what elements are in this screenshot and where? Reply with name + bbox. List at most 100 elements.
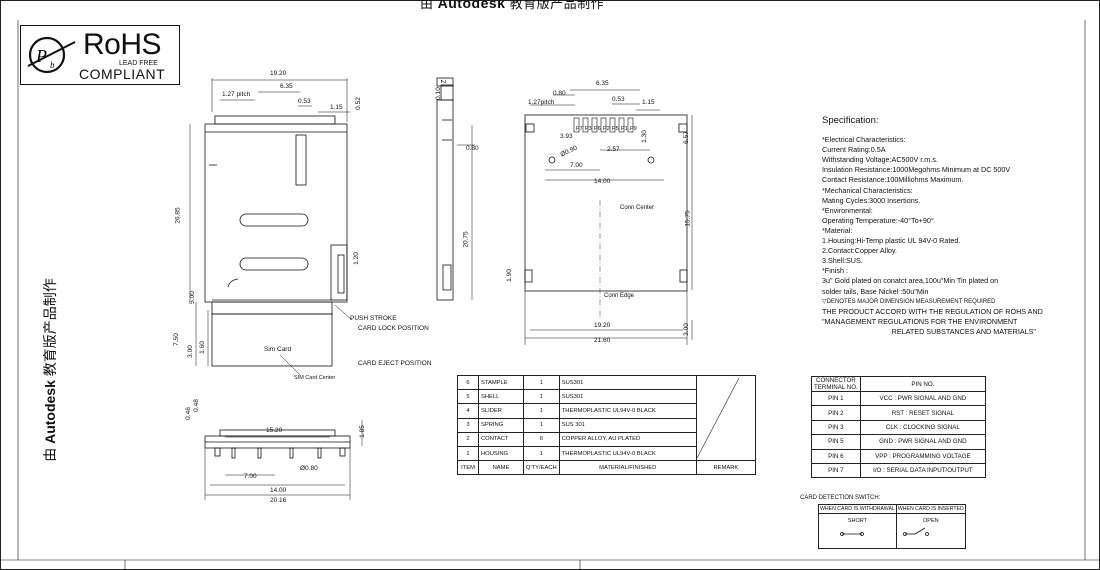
spec-line: *Electrical Characteristics: xyxy=(822,135,906,145)
card-switch-title: CARD DETECTION SWITCH: xyxy=(800,495,881,501)
push-stroke-label: PUSH STROKE xyxy=(350,315,397,322)
spec-line: Contact Resistance:100Milliohms Maximum. xyxy=(822,175,964,185)
rohs-title: RoHS xyxy=(83,28,162,61)
pin-label: P2 xyxy=(603,126,610,132)
spec-line: ▽DENOTES MAJOR DIMENSION MEASUREMENT REQ… xyxy=(822,298,996,305)
dim-label: 20.75 xyxy=(462,231,470,248)
dim-label: 6.57 xyxy=(682,131,690,144)
svg-text:b: b xyxy=(50,60,55,70)
dim-label: 0.48 xyxy=(192,399,200,412)
dim-label: 3.00 xyxy=(682,323,690,336)
table-header-row: CONNECTOR TERMINAL NO. PIN NO. xyxy=(811,376,987,392)
table-header-row: WHEN CARD IS WITHDRAWAL WHEN CARD IS INS… xyxy=(818,504,966,514)
dim-label: 6.35 xyxy=(596,80,609,87)
dim-label: 3.93 xyxy=(560,133,573,140)
rohs-compliant: COMPLIANT xyxy=(79,66,166,82)
spec-line: RELATED SUBSTANCES AND MATERIALS" xyxy=(891,326,1036,336)
pb-free-icon: P b xyxy=(27,36,76,74)
dim-label: 3.00 xyxy=(186,345,194,358)
dim-label: 1.27pitch xyxy=(528,99,555,106)
bom-table: 6 STAMPLE 1 SUS301 5 SHELL 1 SUS301 4 SL… xyxy=(457,374,757,476)
card-eject-label: CARD EJECT POSITION xyxy=(358,360,432,367)
pin-label: P3 xyxy=(585,126,592,132)
watermark-top: 由 Autodesk 教育版产品制作 xyxy=(420,0,605,11)
spec-line: *Mechanical Characteristics: xyxy=(822,185,913,195)
dim-label: 0.53 xyxy=(612,96,625,103)
pin-label: P6 xyxy=(594,126,601,132)
dim-label: Z xyxy=(440,79,448,84)
spec-line: *Environmental: xyxy=(822,205,873,215)
dim-label: 21.60 xyxy=(594,337,611,344)
table-row: 5 SHELL 1 SUS301 xyxy=(457,389,756,405)
card-switch-table: WHEN CARD IS WITHDRAWAL WHEN CARD IS INS… xyxy=(818,504,966,549)
spec-line: solder tails, Base Nickel :50u"Min xyxy=(822,286,929,296)
dim-label: Ø0.80 xyxy=(300,465,318,472)
spec-line: 3u" Gold plated on conatct area,100u"Min… xyxy=(822,276,999,286)
pin-label: P1 xyxy=(621,126,628,132)
dim-label: 19.20 xyxy=(270,70,287,77)
card-lock-label: CARD LOCK POSITION xyxy=(358,325,429,332)
dim-label: 1.15 xyxy=(642,99,655,106)
table-header-row: ITEM NAME Q'TY/EACH MATERIAL/FINISHED RE… xyxy=(457,460,757,476)
spec-line: 2.Contact:Copper Alloy. xyxy=(822,246,897,256)
conn-center-label: Conn Center xyxy=(620,205,655,211)
dim-label: 1.60 xyxy=(198,341,206,354)
rohs-lead-free: LEAD FREE xyxy=(119,60,158,67)
spec-heading: Specification: xyxy=(822,115,879,126)
spec-line: "MANAGEMENT REGULATIONS FOR THE ENVIRONM… xyxy=(822,316,1018,326)
dim-label: 1.90 xyxy=(505,269,513,282)
spec-line: Withstanding Voltage:AC500V r.m.s. xyxy=(822,155,938,165)
dim-label: 1.20 xyxy=(352,252,360,265)
dim-label: 19.20 xyxy=(594,322,611,329)
dim-label: 7.00 xyxy=(244,473,257,480)
pin-label: P7 xyxy=(576,126,583,132)
sim-card-label: Sim Card xyxy=(264,346,292,353)
dim-label: 0.53 xyxy=(298,98,311,105)
spec-line: Operating Temperature:-40°To+90° xyxy=(822,215,934,225)
dim-label: 0.46 xyxy=(184,407,192,420)
dim-label: 5.00 xyxy=(188,291,196,304)
dim-label: 1.85 xyxy=(358,425,366,438)
dim-label: 15.75 xyxy=(684,210,692,227)
dim-label: 7.00 xyxy=(570,162,583,169)
spec-line: *Material: xyxy=(822,225,853,235)
spec-line: 1.Housing:Hi-Temp plastic UL 94V-0 Rated… xyxy=(822,236,961,246)
table-row: SHORT OPEN xyxy=(818,513,966,549)
dim-label: 7.50 xyxy=(172,333,180,346)
spec-line: Insulation Resistance:1000Megohms Minimu… xyxy=(822,165,1011,175)
view1-outline xyxy=(204,123,348,303)
dim-label: 14.00 xyxy=(270,487,287,494)
spec-line: THE PRODUCT ACCORD WITH THE REGULATION O… xyxy=(822,306,1043,316)
dim-label: 1.27 pitch xyxy=(222,91,251,98)
specification-block: Specification: *Electrical Characteristi… xyxy=(822,115,1062,337)
dim-label: 1.30 xyxy=(640,130,648,143)
pin-label: P5 xyxy=(612,126,619,132)
view3-outline xyxy=(524,114,688,292)
dim-label: 2.57 xyxy=(607,146,620,153)
pin-label: P9 xyxy=(630,126,637,132)
dim-label: 14.00 xyxy=(594,178,611,185)
dim-label: 0.80 xyxy=(553,90,566,97)
dim-label: 6.35 xyxy=(280,83,293,90)
spec-line: Mating Cycles:3000 Insertions. xyxy=(822,195,921,205)
dim-label: 0.52 xyxy=(354,97,362,110)
spec-line: 3.Shell:SUS. xyxy=(822,256,863,266)
remark-cell xyxy=(695,374,757,462)
dim-label: 0.10 xyxy=(434,87,442,100)
conn-edge-label: Conn Edge xyxy=(604,293,635,299)
sim-center-label: SIM Card Center xyxy=(294,375,336,381)
table-row: 6 STAMPLE 1 SUS301 xyxy=(457,374,757,462)
rohs-logo: P b RoHS LEAD FREE COMPLIANT xyxy=(20,25,180,85)
dim-label: 15.20 xyxy=(266,427,283,434)
dim-label: 20.16 xyxy=(270,497,287,504)
dim-label: 0.80 xyxy=(466,145,479,152)
dim-label: 26.85 xyxy=(174,207,182,224)
